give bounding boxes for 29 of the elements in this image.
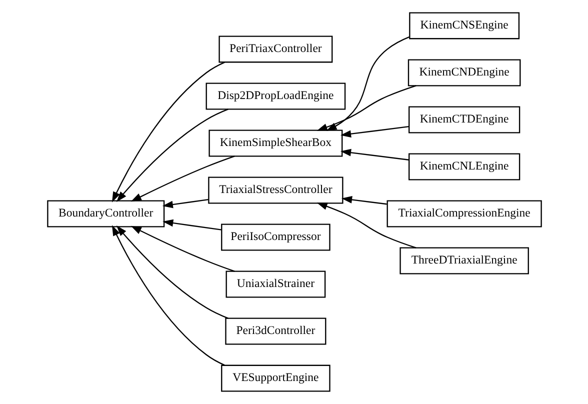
arrow bbox=[116, 225, 228, 319]
node-box: UniaxialStrainer bbox=[225, 270, 326, 298]
arrow bbox=[162, 219, 222, 230]
node-box: VESupportEngine bbox=[220, 364, 330, 392]
arrow bbox=[111, 62, 224, 202]
node-box: Disp2DPropLoadEngine bbox=[205, 82, 346, 110]
arrow bbox=[340, 126, 408, 138]
node-box: KinemCNSEngine bbox=[408, 12, 520, 40]
node-box: KinemCTDEngine bbox=[408, 106, 520, 134]
arrow bbox=[130, 226, 234, 272]
node-box: KinemCNDEngine bbox=[407, 59, 520, 86]
arrow bbox=[316, 202, 416, 248]
arrow bbox=[116, 108, 228, 202]
node-box: ThreeDTriaxialEngine bbox=[399, 247, 528, 274]
arrow bbox=[340, 196, 386, 205]
arrow bbox=[130, 156, 234, 202]
arrow bbox=[162, 198, 208, 208]
node-box: TriaxialCompressionEngine bbox=[386, 200, 542, 228]
node-box: PeriIsoCompressor bbox=[220, 224, 330, 251]
node-box: Peri3dController bbox=[224, 318, 326, 345]
arrow bbox=[326, 36, 410, 132]
node-box: KinemSimpleShearBox bbox=[208, 130, 342, 157]
node-box: BoundaryController bbox=[46, 200, 164, 228]
node-box: KinemCNLEngine bbox=[408, 153, 520, 180]
node-box: PeriTriaxController bbox=[218, 36, 332, 63]
node-box: TriaxialStressController bbox=[208, 176, 343, 204]
arrow bbox=[316, 85, 416, 131]
arrow bbox=[340, 148, 408, 160]
arrow bbox=[111, 225, 224, 366]
